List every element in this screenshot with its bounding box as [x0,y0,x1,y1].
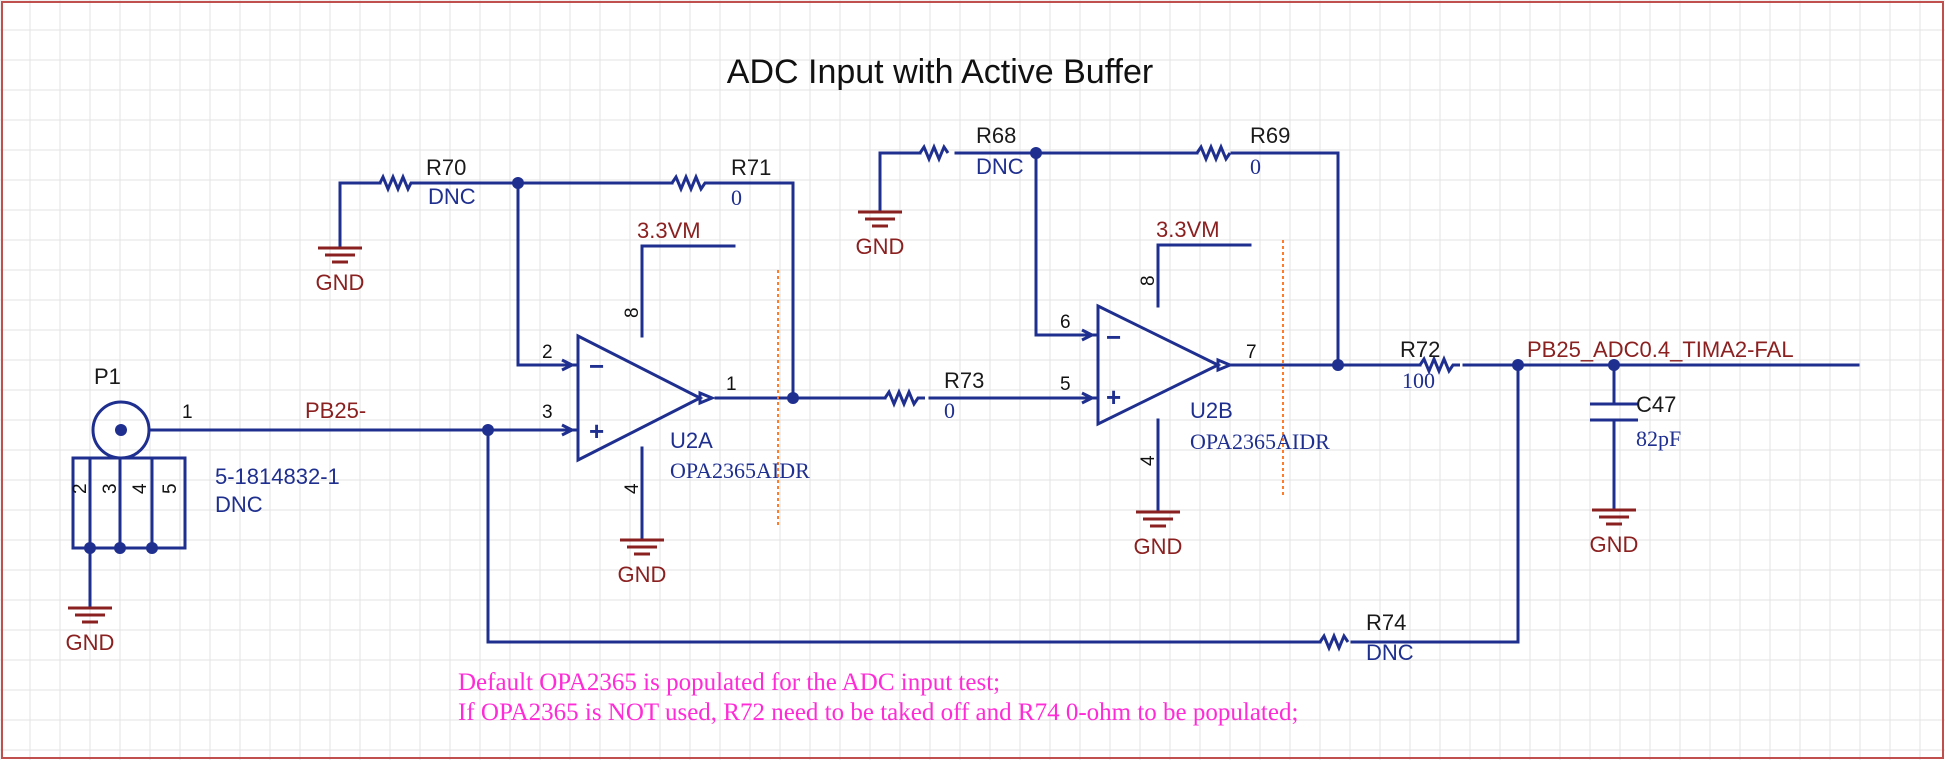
note-line-1: Default OPA2365 is populated for the ADC… [458,669,1000,696]
pin-label: 8 [1138,275,1159,286]
power-label-u2a: 3.3VM [637,218,701,243]
opamp-u2a [561,333,716,463]
resistor-r70 [378,173,414,193]
connector-p1 [71,400,187,550]
wire-bypass-bottom [486,428,1322,644]
opamp-minus-sign: − [1106,322,1121,352]
pin-arrow [1081,328,1096,342]
pin-label: 5 [160,483,181,494]
resistor-r71 [670,173,712,193]
designator-r73: R73 [944,368,984,393]
wire-u2a-neg [516,181,580,367]
resistor-r69 [1195,143,1232,163]
junction [482,424,494,436]
pin-label: 4 [1138,455,1159,466]
power-label-u2b: 3.3VM [1156,217,1220,242]
designator-r69: R69 [1250,123,1290,148]
pin-label: 7 [1246,342,1257,363]
opamp-plus-sign: + [1106,382,1121,412]
pin-label: 2 [542,342,553,363]
opamp-plus-sign: + [589,416,604,446]
value-r68: DNC [976,154,1024,179]
pin-arrow [1081,391,1096,405]
wire-bypass-right [1350,363,1520,644]
opamp-minus-sign: − [589,351,604,381]
junctions [84,147,1620,554]
capacitor-c47 [1590,402,1638,422]
designator-r70: R70 [426,155,466,180]
junction [1608,359,1620,371]
connector-part: 5-1814832-1 [215,464,340,489]
connector-value: DNC [215,492,263,517]
net-label-output: PB25_ADC0.4_TIMA2-FAL [1527,337,1794,362]
ground-symbol: GND [1134,510,1183,559]
resistor-r73 [883,388,925,408]
pin-arrow [1216,357,1234,373]
pin-label: 1 [182,402,193,423]
ground-symbol: GND [316,246,365,295]
pin-arrow [561,358,576,372]
junction [1512,359,1524,371]
designator-r71: R71 [731,155,771,180]
ground-symbol: GND [618,538,667,587]
junction [787,392,799,404]
wires [88,151,1860,644]
note-line-2: If OPA2365 is NOT used, R72 need to be t… [458,699,1298,726]
value-c47: 82pF [1636,426,1681,451]
resistor-r72 [1418,355,1460,375]
pin-label: 6 [1060,312,1071,333]
pin-arrow [698,390,716,406]
pin-label: 8 [622,307,643,318]
junction [1332,359,1344,371]
designator-u2a: U2A [670,428,713,453]
resistors [378,143,1460,652]
ground-symbol: GND [66,606,115,655]
ground-label: GND [1590,532,1639,557]
designator-p1: P1 [94,364,121,389]
ground-symbol: GND [1590,508,1639,557]
pin-label: 3 [542,402,553,423]
resistor-r74 [1318,632,1350,652]
ground-symbols: GND GND GND GND GND GND [66,210,1639,655]
pin-label: 4 [622,483,643,494]
resistor-r68 [918,143,950,163]
pin-label: 3 [100,483,121,494]
ground-label: GND [316,270,365,295]
designator-r68: R68 [976,123,1016,148]
designator-u2b: U2B [1190,398,1233,423]
pin-label: 2 [70,483,91,494]
value-r73: 0 [944,398,955,423]
ground-label: GND [856,234,905,259]
diagram-title: ADC Input with Active Buffer [727,53,1153,91]
pin-label: 5 [1060,374,1071,395]
ground-label: GND [618,562,667,587]
pin-label: 4 [130,483,151,494]
net-label-input: PB25- [305,398,366,423]
opamp-u2b [1081,303,1234,427]
value-r72: 100 [1402,368,1435,393]
ground-symbol: GND [856,210,905,259]
wire-u2b-feedback [1230,151,1340,367]
designator-r72: R72 [1400,337,1440,362]
value-r74: DNC [1366,640,1414,665]
ground-label: GND [66,630,115,655]
value-r69: 0 [1250,154,1261,179]
pin-arrow [561,423,576,437]
wire-u2b-neg [1034,151,1100,337]
part-u2a: OPA2365AIDR [670,458,810,483]
value-r71: 0 [731,185,742,210]
designator-r74: R74 [1366,610,1406,635]
ground-label: GND [1134,534,1183,559]
junction [1030,147,1042,159]
value-r70: DNC [428,184,476,209]
wire-u2a-feedback [710,181,795,400]
part-u2b: OPA2365AIDR [1190,429,1330,454]
junction [512,177,524,189]
designator-c47: C47 [1636,392,1676,417]
pin-label: 1 [726,374,737,395]
